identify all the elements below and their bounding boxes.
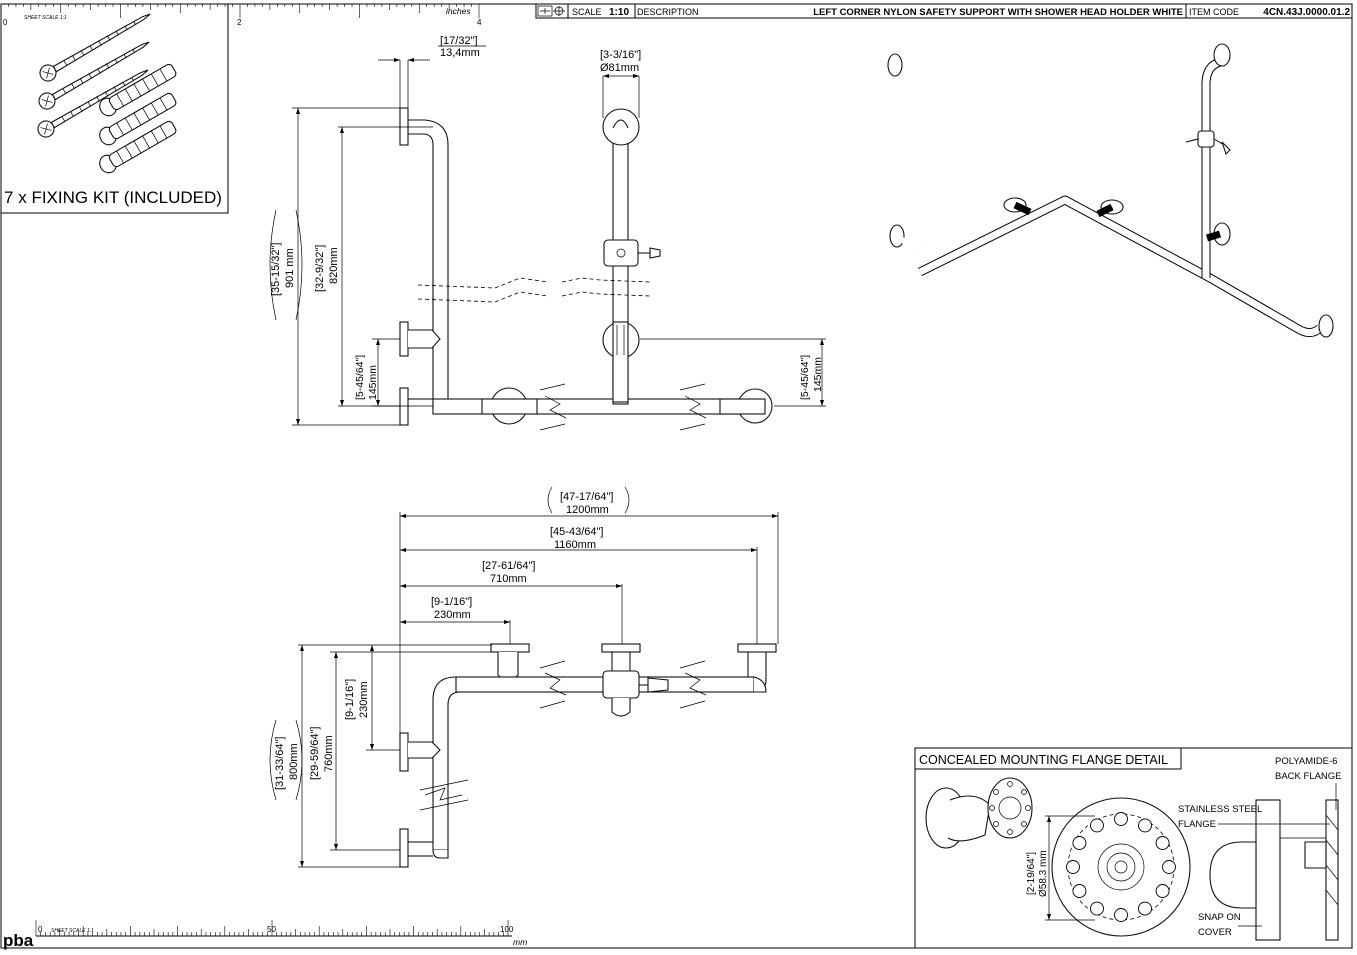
flange-section-sketch (1209, 799, 1339, 941)
dim-1160-mm: 1160mm (554, 539, 596, 551)
mm-tick-50: 50 (267, 925, 276, 934)
description-value: LEFT CORNER NYLON SAFETY SUPPORT WITH SH… (813, 7, 1183, 18)
flange-bolt-hole (1138, 818, 1152, 833)
flange-bolt-hole (1155, 884, 1170, 898)
dim-1200-inch: [47-17/64"] (560, 491, 613, 503)
flange-bolt-hole (1066, 860, 1080, 874)
dim-v230-mm: 230mm (358, 681, 370, 718)
flange-bolt-hole (1090, 901, 1104, 916)
dim-230-mm: 230mm (434, 609, 471, 621)
bottom-wall-flange (399, 387, 409, 426)
item-code-label: ITEM CODE (1189, 7, 1239, 17)
dim-right-holder-mm: 145mm (812, 357, 824, 392)
flange-bolt-hole (1090, 818, 1104, 833)
fixing-kit-label: 7 x FIXING KIT (INCLUDED) (4, 188, 222, 207)
flange-detail-panel: CONCEALED MOUNTING FLANGE DETAIL [2-19/6… (914, 747, 1353, 949)
flange-detail-title: CONCEALED MOUNTING FLANGE DETAIL (919, 753, 1168, 767)
dim-710-mm: 710mm (490, 573, 527, 585)
dim-v230-inch: [9-1/16"] (344, 679, 356, 720)
dim-v760-mm: 760mm (323, 735, 335, 772)
shower-holder-slider (603, 239, 639, 267)
dim-bar-height-mm: 820mm (328, 247, 340, 284)
dim-bar-height-inch: [32-9/32"] (314, 245, 326, 292)
snap-label-line1: SNAP ON (1198, 912, 1241, 923)
flange-bolt-hole (1162, 860, 1176, 874)
isometric-view-drawing (887, 43, 1334, 338)
inch-tick-2: 2 (237, 18, 242, 27)
screw-illustration (37, 13, 151, 138)
dim-v760-inch: [29-59/64"] (309, 727, 321, 780)
dim-holder-inch: [3-3/16"] (600, 49, 641, 61)
dim-230-inch: [9-1/16"] (431, 596, 472, 608)
flange-bolt-hole (1072, 884, 1087, 898)
dim-pipe-mm: 13,4mm (440, 47, 480, 59)
inch-ruler-sheet-scale: SHEET SCALE 1:1 (24, 15, 67, 21)
plan-view-drawing (399, 643, 777, 868)
dim-low-flange-mm: 145mm (367, 365, 379, 400)
inch-tick-0: 0 (3, 18, 8, 27)
title-block: SCALE 1:10 DESCRIPTION LEFT CORNER NYLON… (535, 3, 1353, 19)
dim-1160-inch: [45-43/64"] (550, 526, 603, 538)
dim-right-holder-inch: [5-45/64"] (799, 355, 811, 400)
dim-total-height-mm: 901 mm (284, 248, 296, 288)
dim-1200-mm: 1200mm (566, 504, 609, 516)
inch-tick-4: 4 (477, 18, 482, 27)
dim-710-inch: [27-61/64"] (482, 560, 535, 572)
mid-wall-flange (399, 321, 409, 357)
mm-ruler-unit: mm (513, 937, 527, 947)
steel-label-line2: FLANGE (1178, 819, 1216, 830)
mm-ruler-sheet-scale: SHEET SCALE 1:1 (51, 928, 94, 934)
scale-value: 1:10 (609, 7, 629, 18)
dim-holder-mm: Ø81mm (600, 62, 639, 74)
scale-label: SCALE (572, 7, 602, 17)
pba-logo: pba (3, 931, 34, 950)
mm-tick-100: 100 (500, 925, 514, 934)
item-code-value: 4CN.43J.0000.01.2 (1263, 7, 1350, 18)
front-view-dimensions: [17/32"] 13,4mm [3-3/16"] Ø81mm [35-15/3… (269, 35, 826, 426)
steel-label-line1: STAINLESS STEEL (1178, 804, 1262, 815)
dim-pipe-inch: [17/32"] (440, 35, 478, 47)
wall-plug-illustration (99, 63, 177, 174)
top-wall-flange (399, 107, 409, 146)
dim-v800-inch: [31-33/64"] (274, 737, 286, 790)
flange-dia-mm: Ø58.3 mm (1038, 850, 1049, 897)
dim-v800-mm: 800mm (288, 743, 300, 780)
flange-bolt-hole (1155, 836, 1170, 850)
mm-tick-0: 0 (38, 925, 43, 934)
polyamide-label-line1: POLYAMIDE-6 (1275, 756, 1337, 767)
flange-bolt-hole (1114, 812, 1128, 826)
flange-front-sketch: [2-19/64"] Ø58.3 mm (1026, 797, 1191, 937)
flange-bolt-hole (1138, 901, 1152, 916)
inch-ruler: 0 2 4 inches SHEET SCALE 1:1 (0, 3, 482, 27)
front-view-drawing (399, 107, 773, 431)
fixing-kit-panel: 7 x FIXING KIT (INCLUDED) (0, 3, 229, 214)
description-label: DESCRIPTION (637, 7, 699, 17)
flange-bolt-hole (1114, 908, 1128, 922)
dim-low-flange-inch: [5-45/64"] (354, 355, 366, 400)
mm-ruler: pba 0 50 100 mm SHEET SCALE 1:1 (3, 920, 527, 950)
flange-3d-sketch (925, 777, 1033, 849)
plan-view-dimensions: [47-17/64"] 1200mm [45-43/64"] 1160mm [2… (269, 486, 779, 868)
flange-dia-inch: [2-19/64"] (1026, 852, 1037, 895)
dim-total-height-inch: [35-15/32"] (270, 243, 282, 296)
inch-ruler-unit: inches (446, 6, 471, 16)
flange-bolt-hole (1072, 836, 1087, 850)
snap-label-line2: COVER (1198, 927, 1232, 938)
polyamide-label-line2: BACK FLANGE (1275, 771, 1342, 782)
